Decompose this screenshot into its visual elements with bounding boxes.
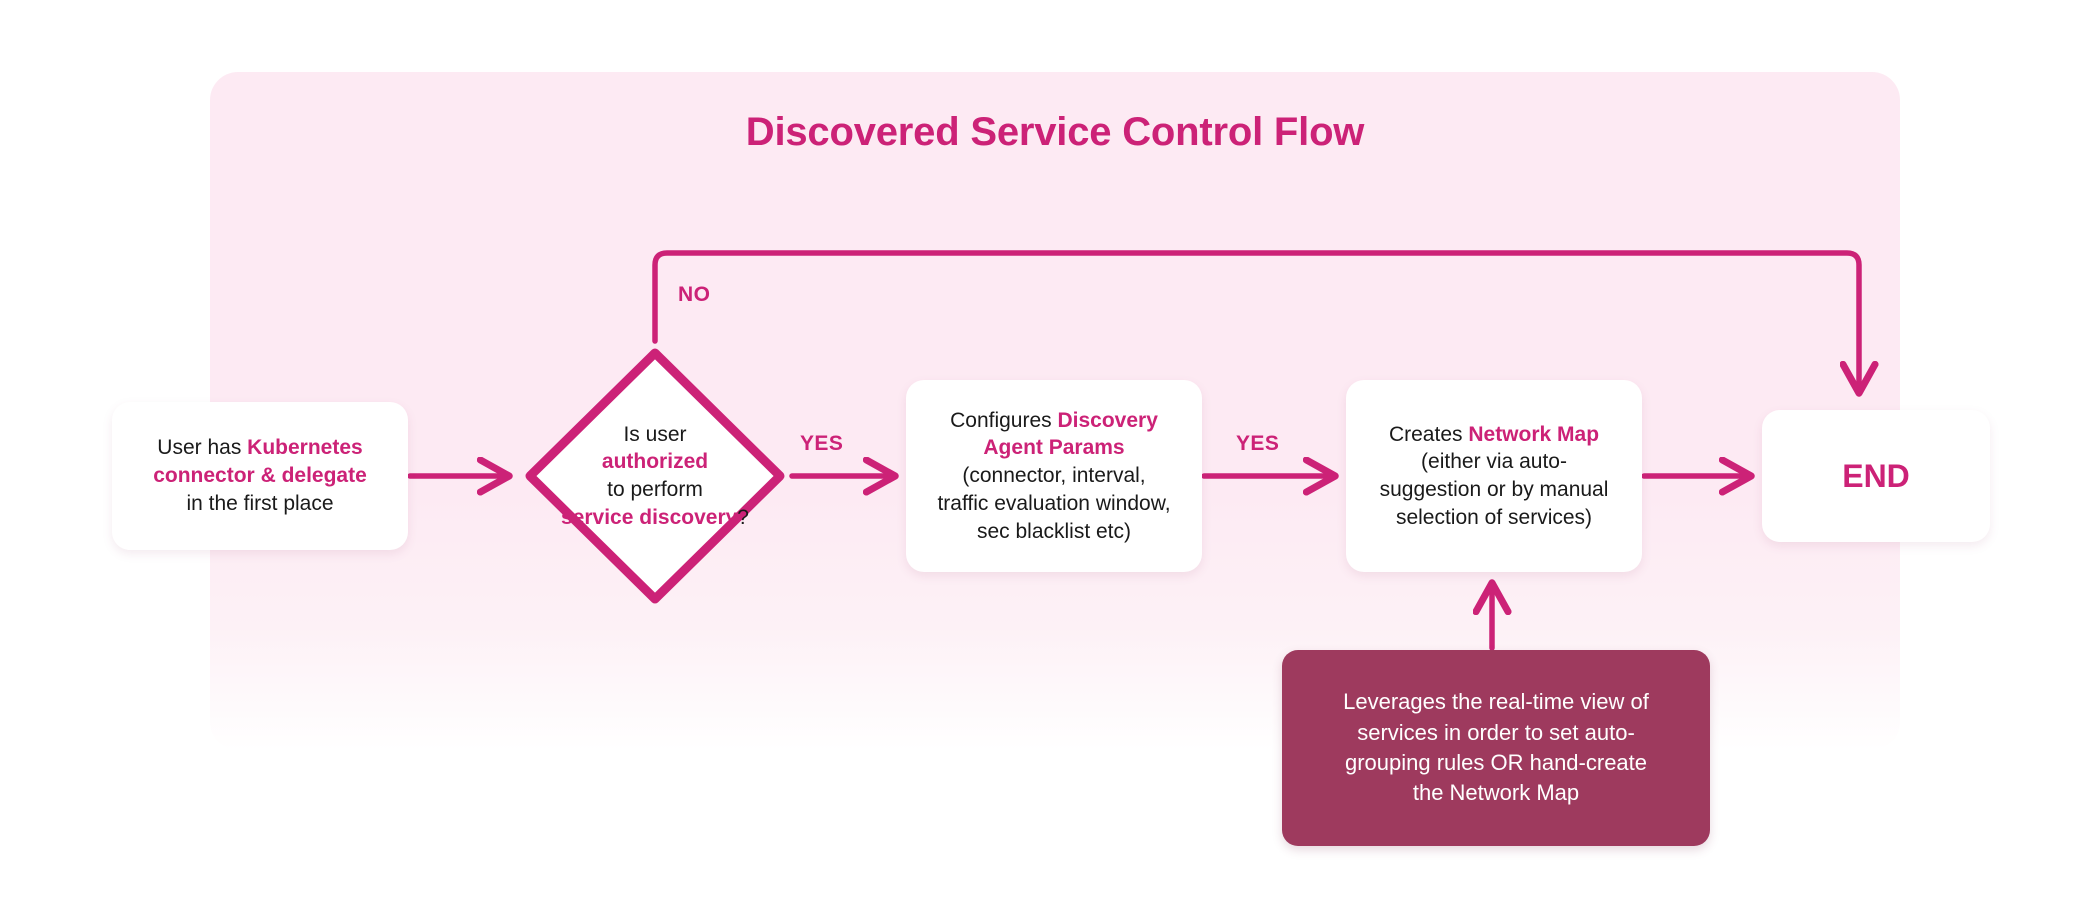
node-note-label: Leverages the real-time view of services…: [1343, 687, 1649, 808]
node-netmap-line-4-plain: selection of services): [1395, 505, 1593, 529]
node-note-line-1: Leverages the real-time view of: [1343, 689, 1649, 715]
node-configures-discovery-agent-params[interactable]: Configures Discovery Agent Params (conne…: [906, 380, 1202, 572]
node-decision-line-3-plain: to perform: [607, 478, 703, 501]
node-decision-line-1-plain: Is user: [623, 422, 687, 446]
node-start-label: User has Kubernetes connector & delegate…: [153, 434, 367, 517]
diamond-shape-icon: [525, 348, 785, 604]
node-decision-label: Is user authorized to perform service di…: [520, 343, 790, 609]
node-params-line-3-plain: (connector, interval,: [962, 464, 1146, 488]
node-params-line-2-highlight: Agent Params: [983, 436, 1125, 460]
node-params-line-1-highlight: Discovery: [1057, 408, 1158, 432]
node-params-line-4-plain: traffic evaluation window,: [937, 491, 1171, 515]
edge-label-no: NO: [678, 283, 711, 306]
node-end-terminator[interactable]: END: [1762, 410, 1990, 542]
node-params-line-1-plain: Configures: [950, 408, 1058, 432]
node-netmap-line-3-plain: suggestion or by manual: [1379, 478, 1609, 501]
node-netmap-line-1-plain: Creates: [1388, 422, 1469, 446]
page-title: Discovered Service Control Flow: [745, 110, 1365, 154]
node-start-line-2-highlight: connector & delegate: [153, 464, 367, 488]
node-decision-line-4-suffix: ?: [737, 505, 749, 529]
node-start-user-has-connector[interactable]: User has Kubernetes connector & delegate…: [112, 402, 408, 550]
node-start-line-3-plain: in the first place: [186, 491, 334, 515]
node-netmap-label: Creates Network Map (either via auto- su…: [1380, 421, 1609, 532]
node-netmap-line-1-highlight: Network Map: [1468, 422, 1600, 446]
edge-label-yes-1: YES: [800, 432, 844, 455]
node-netmap-line-2-plain: (either via auto-: [1421, 450, 1567, 474]
node-decision-line-2-highlight: authorized: [601, 450, 709, 474]
node-end-label: END: [1842, 457, 1910, 494]
node-start-line-1-highlight: Kubernetes: [247, 436, 363, 460]
node-params-line-5-plain: sec blacklist etc): [976, 519, 1132, 543]
node-decision-line-4-highlight: service discovery: [561, 505, 738, 529]
node-params-label: Configures Discovery Agent Params (conne…: [937, 407, 1170, 546]
node-annotation-leverages-real-time-view[interactable]: Leverages the real-time view of services…: [1282, 650, 1710, 846]
node-decision-is-user-authorized[interactable]: Is user authorized to perform service di…: [520, 343, 790, 609]
node-note-line-2: services in order to set auto-: [1357, 719, 1635, 745]
node-creates-network-map[interactable]: Creates Network Map (either via auto- su…: [1346, 380, 1642, 572]
node-start-line-1-plain: User has: [157, 436, 248, 460]
node-note-line-3: grouping rules OR hand-create: [1344, 750, 1648, 775]
edge-label-yes-2: YES: [1236, 432, 1280, 455]
node-note-line-4: the Network Map: [1412, 780, 1580, 806]
